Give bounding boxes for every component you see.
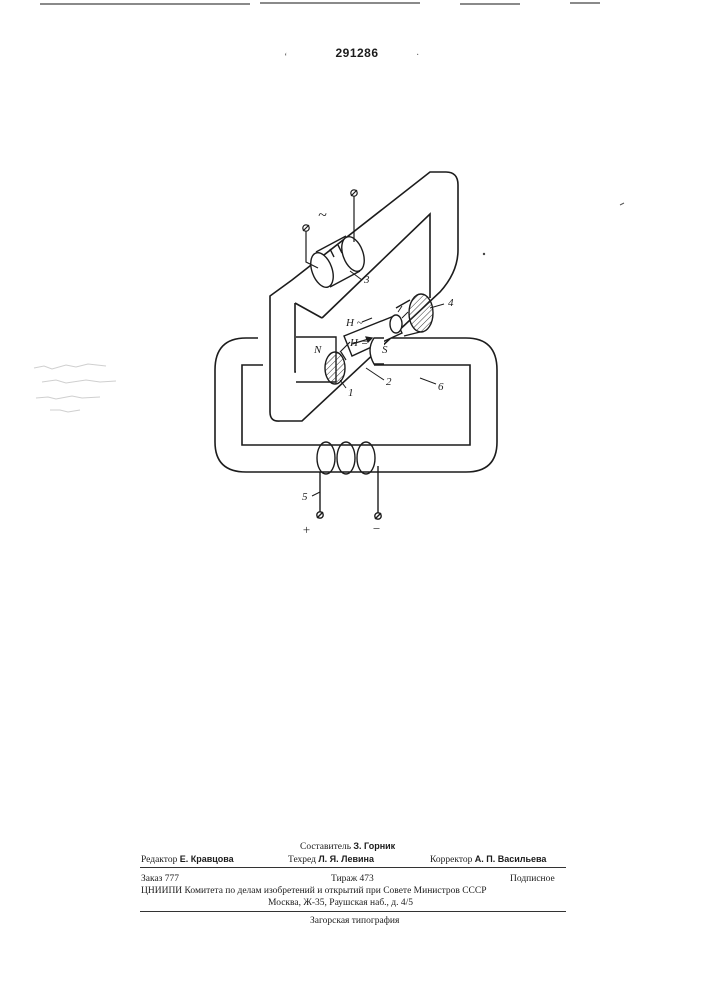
order-number: Заказ 777 [141, 873, 179, 885]
label-minus: − [372, 521, 381, 536]
label-field-ac: H ~ [345, 317, 363, 329]
techred-label: Техред [288, 855, 316, 865]
corrector-line: Корректор А. П. Васильева [430, 853, 546, 866]
label-field-dc: H = [349, 337, 368, 349]
label-part-3: 3 [363, 274, 370, 286]
scan-speck [620, 203, 624, 205]
scan-speck [483, 253, 485, 255]
device-diagram: 3 4 2 1 6 5 N S H ~ H = ~ + − [0, 0, 707, 620]
compiler-name: З. Горник [353, 841, 395, 851]
subscription-note: Подписное [510, 873, 555, 885]
label-part-5: 5 [302, 491, 308, 503]
label-pole-n: N [313, 344, 322, 356]
corrector-label: Корректор [430, 855, 472, 865]
techred-line: Техред Л. Я. Левина [288, 853, 374, 866]
print-run: Тираж 473 [331, 873, 374, 885]
techred-name: Л. Я. Левина [318, 854, 374, 864]
editor-name: Е. Кравцова [180, 854, 234, 864]
printer-line: Загорская типография [310, 915, 399, 927]
footer-divider-bottom [140, 911, 566, 912]
label-ac-symbol: ~ [318, 207, 327, 224]
label-part-4: 4 [448, 297, 454, 309]
footer-divider [140, 867, 566, 868]
upper-core [270, 172, 458, 421]
corrector-name: А. П. Васильева [475, 854, 547, 864]
institute-line: ЦНИИПИ Комитета по делам изобретений и о… [141, 885, 487, 897]
scan-smudge [34, 364, 116, 412]
address-line: Москва, Ж-35, Раушская наб., д. 4/5 [268, 897, 413, 909]
label-pole-s: S [382, 344, 388, 356]
label-plus: + [302, 522, 311, 537]
compiler-label: Составитель [300, 842, 351, 852]
label-part-6: 6 [438, 381, 444, 393]
label-part-2: 2 [386, 376, 392, 388]
compiler-line: Составитель З. Горник [300, 840, 395, 853]
editor-label: Редактор [141, 855, 177, 865]
label-part-1: 1 [348, 387, 354, 399]
coil-5 [317, 442, 381, 519]
editor-line: Редактор Е. Кравцова [141, 853, 234, 866]
